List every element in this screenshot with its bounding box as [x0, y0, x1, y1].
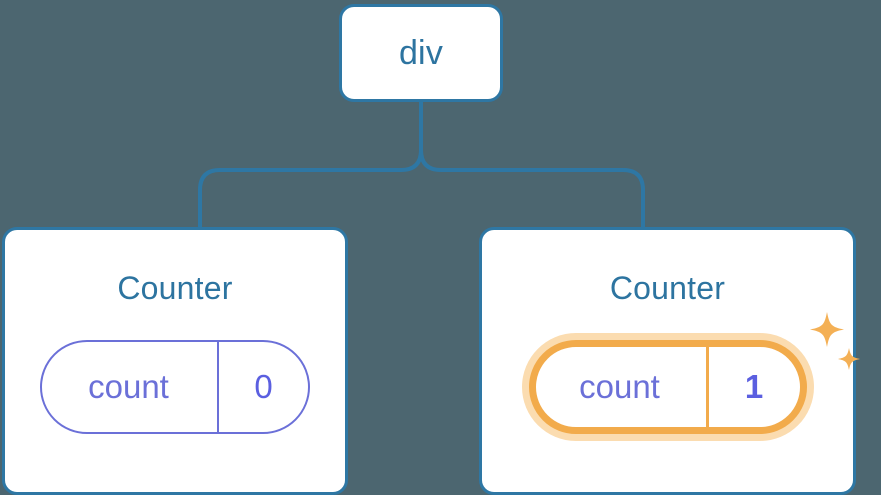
state-pill-right[interactable]: count 1: [528, 340, 807, 434]
node-counter-left[interactable]: Counter count 0: [2, 227, 348, 495]
node-div[interactable]: div: [339, 4, 503, 102]
node-counter-right-label: Counter: [609, 270, 726, 306]
state-key-right: count: [536, 347, 709, 427]
state-pill-wrapper-left: count 0: [40, 340, 310, 434]
node-counter-right[interactable]: Counter count 1: [479, 227, 860, 495]
state-pill-left[interactable]: count 0: [40, 340, 310, 434]
state-value-right: 1: [744, 368, 764, 405]
state-value-left: 0: [254, 368, 273, 405]
node-div-label: div: [398, 34, 444, 72]
state-pill-wrapper-right: count 1: [528, 312, 860, 434]
node-counter-left-label: Counter: [117, 270, 233, 306]
sparkle-group: [809, 312, 860, 370]
sparkle-icon: [809, 312, 844, 347]
state-key-left: count: [42, 342, 219, 432]
sparkle-small-icon: [837, 348, 860, 370]
